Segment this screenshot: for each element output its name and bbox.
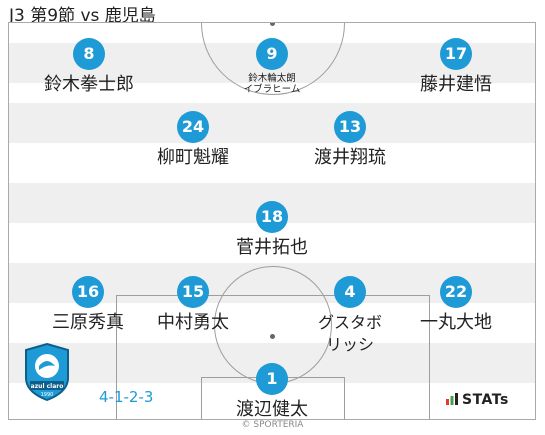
match-title: J3 第9節 vs 鹿児島 [9, 6, 156, 26]
player-name: 菅井拓也 [236, 237, 308, 258]
player-number-badge: 1 [256, 363, 288, 395]
player-number-badge: 22 [440, 276, 472, 308]
formation-label: 4-1-2-3 [99, 388, 154, 406]
player-number-badge: 17 [440, 38, 472, 70]
center-spot [270, 23, 275, 26]
penalty-area [116, 295, 430, 419]
player-number-badge: 9 [256, 38, 288, 70]
player-24[interactable]: 24 柳町魁耀 [118, 111, 268, 168]
player-17[interactable]: 17 藤井建悟 [381, 38, 531, 95]
player-13[interactable]: 13 渡井翔琉 [275, 111, 425, 168]
player-name: 柳町魁耀 [157, 147, 229, 168]
player-4[interactable]: 4 グスタボ リッシ [275, 276, 425, 355]
player-22[interactable]: 22 一丸大地 [381, 276, 531, 333]
player-name: 渡井翔琉 [314, 147, 386, 168]
player-16[interactable]: 16 三原秀真 [13, 276, 163, 333]
player-name: 一丸大地 [420, 312, 492, 333]
player-name-line1: 鈴木輪太朗 [248, 73, 296, 84]
player-number-badge: 24 [177, 111, 209, 143]
player-name-line2: リッシ [325, 335, 374, 354]
player-name: 藤井建悟 [420, 74, 492, 95]
player-name: 中村勇太 [157, 312, 229, 333]
penalty-spot [270, 334, 275, 339]
player-number-badge: 8 [73, 38, 105, 70]
player-1[interactable]: 1 渡辺健太 [197, 363, 347, 420]
player-number-badge: 13 [334, 111, 366, 143]
player-name: 渡辺健太 [236, 399, 308, 420]
player-8[interactable]: 8 鈴木拳士郎 [14, 38, 164, 95]
svg-text:1990: 1990 [41, 392, 54, 398]
player-9[interactable]: 9 鈴木輪太朗 イブラヒーム [197, 38, 347, 95]
player-name: 鈴木拳士郎 [44, 74, 134, 95]
player-name-line2: イブラヒーム [243, 84, 301, 95]
player-18[interactable]: 18 菅井拓也 [197, 201, 347, 258]
player-number-badge: 18 [256, 201, 288, 233]
player-number-badge: 15 [177, 276, 209, 308]
player-15[interactable]: 15 中村勇太 [118, 276, 268, 333]
player-name: 三原秀真 [52, 312, 124, 333]
stats-logo: STATs [446, 392, 509, 409]
stats-logo-text: STATs [462, 392, 509, 408]
stats-bars-icon [446, 393, 458, 409]
player-name-line1: グスタボ [317, 313, 382, 332]
club-logo: azul claro 1990 [22, 342, 72, 402]
player-number-badge: 4 [334, 276, 366, 308]
svg-text:azul claro: azul claro [31, 383, 64, 390]
player-number-badge: 16 [72, 276, 104, 308]
copyright: © SPORTERIA [241, 420, 304, 430]
pitch-stripe [9, 103, 535, 143]
